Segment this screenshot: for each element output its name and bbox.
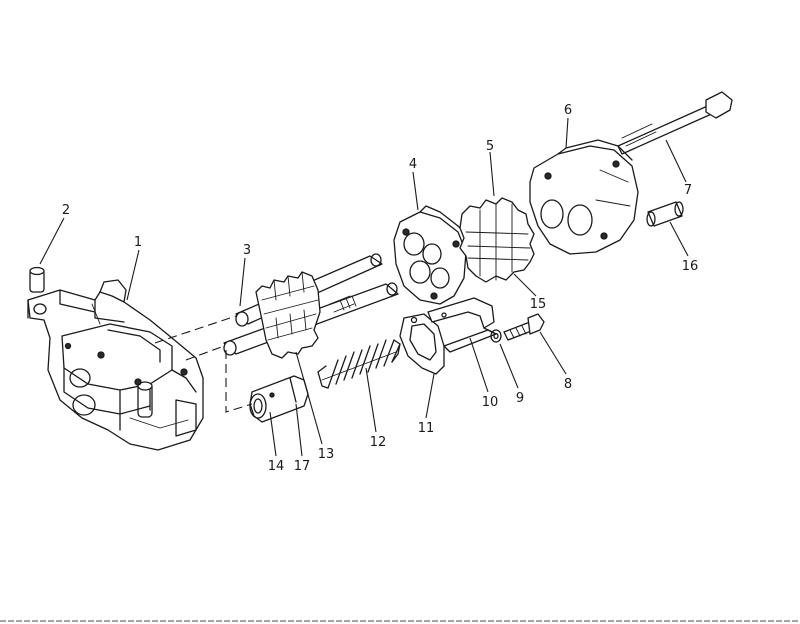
callout-15: 15 [530,297,547,312]
callout-2: 2 [62,203,70,218]
callout-5: 5 [486,139,494,154]
callout-1: 1 [134,235,142,250]
pump-body [27,279,204,451]
driven-gear-shaft [223,282,399,356]
dowel-pin [29,266,45,293]
callout-4: 4 [409,157,417,172]
callout-7: 7 [684,183,692,198]
callout-12: 12 [370,435,387,450]
pump-plate [393,205,467,305]
pump-gears [255,271,321,359]
callout-17: 17 [294,459,311,474]
pump-housing [529,139,639,255]
callout-6: 6 [564,103,572,118]
callout-11: 11 [418,421,435,436]
long-bolt [617,91,733,155]
callout-16: 16 [682,259,699,274]
relief-plunger [249,375,309,423]
callout-8: 8 [564,377,572,392]
bushing [646,201,684,227]
gear-pair [459,197,535,283]
callout-labels: 1 2 3 4 5 6 7 8 9 10 11 12 13 14 15 16 1… [62,103,698,474]
callout-3: 3 [243,243,251,258]
short-bolt [503,313,545,341]
callout-13: 13 [318,447,335,462]
callout-9: 9 [516,391,524,406]
drive-gear-shaft [235,253,383,327]
callout-10: 10 [482,395,499,410]
leader-lines [39,117,689,457]
washer [490,329,502,343]
gasket [399,313,445,375]
spring [317,339,401,389]
alignment-lines [154,315,253,413]
callout-14: 14 [268,459,285,474]
valve-bracket [427,297,497,353]
